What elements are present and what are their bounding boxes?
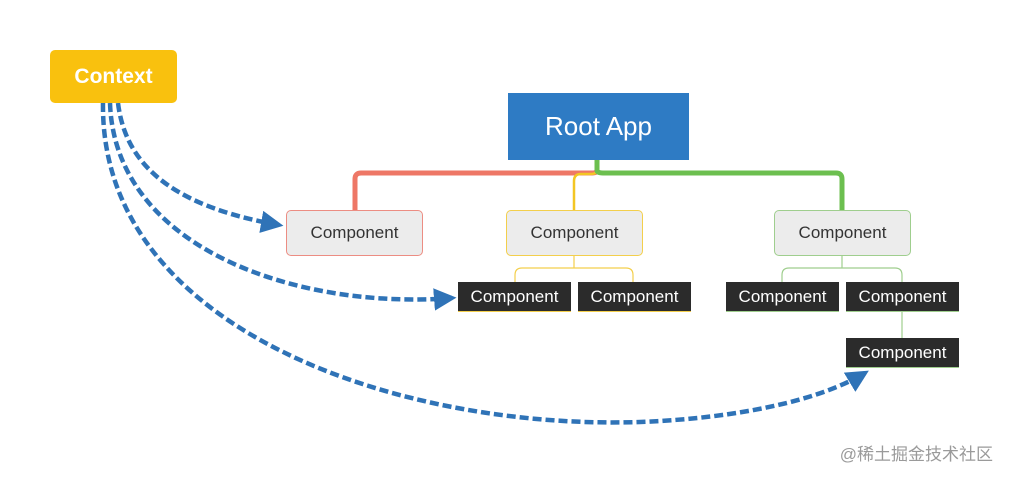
component-node-red: Component: [286, 210, 423, 256]
component-node-yellow-child-1: Component: [458, 282, 571, 312]
component-node-green: Component: [774, 210, 911, 256]
watermark: @稀土掘金技术社区: [839, 445, 993, 464]
root-app-node: Root App: [508, 93, 689, 160]
arrow-to-nested-component: [107, 102, 457, 311]
branch-green: [594, 160, 845, 210]
branch-red: [352, 160, 600, 210]
component-node-green-child-1: Component: [726, 282, 839, 312]
component-node-green-grandchild: Component: [846, 338, 959, 368]
context-node: Context: [50, 50, 177, 103]
arrow-to-deep-component: [100, 102, 869, 425]
arrow-to-component: [115, 102, 284, 233]
component-node-green-child-2: Component: [846, 282, 959, 312]
branch-yellow: [572, 160, 599, 210]
green-child-lines: [781, 256, 903, 338]
component-node-yellow: Component: [506, 210, 643, 256]
component-node-yellow-child-2: Component: [578, 282, 691, 312]
yellow-child-lines: [514, 256, 634, 282]
